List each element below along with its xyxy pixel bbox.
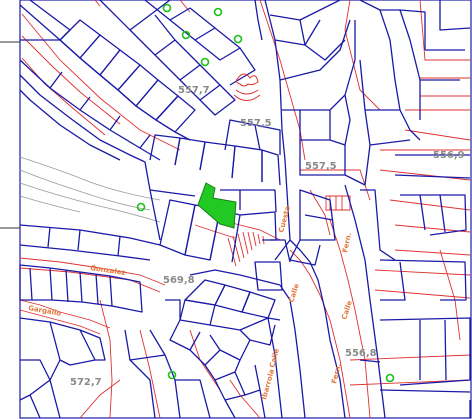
street-label: Fern.	[330, 363, 343, 385]
street-label: Calle	[268, 347, 281, 368]
elevation-label: 557,7	[178, 85, 210, 96]
street-label: Calle	[287, 282, 301, 303]
street-label: Calle	[340, 299, 354, 320]
elevation-labels: 557,7 557,5 557,5 556,9 569,8 572,7 556,…	[70, 85, 465, 388]
tree-symbol	[233, 34, 243, 44]
elevation-label: 556,9	[433, 150, 465, 161]
street-label: Gargallo	[28, 304, 62, 318]
highlighted-parcel[interactable]	[197, 182, 237, 229]
elevation-label: 557,5	[240, 118, 272, 129]
street-label: Ibarrola	[260, 368, 276, 400]
tree-symbol	[200, 57, 210, 67]
tree-symbol	[385, 373, 395, 383]
elevation-label: 557,5	[305, 161, 337, 172]
tree-symbol	[213, 7, 223, 17]
parcel-lines	[19, 0, 471, 419]
tree-symbol	[162, 3, 172, 13]
monument-symbol	[233, 73, 261, 101]
elevation-label: 556,8	[345, 348, 377, 359]
elevation-label: 569,8	[163, 275, 195, 286]
street-label: Fern.	[341, 232, 353, 254]
tree-symbols	[136, 3, 395, 383]
street-labels: Cuesta Fern. Gonzalez Gargallo Calle Cal…	[28, 205, 354, 401]
elevation-label: 572,7	[70, 377, 102, 388]
tree-symbol	[167, 370, 177, 380]
terrain-lines	[19, 156, 161, 223]
tree-symbol	[136, 202, 146, 212]
lot-lines	[19, 0, 471, 419]
tree-symbol	[181, 30, 191, 40]
